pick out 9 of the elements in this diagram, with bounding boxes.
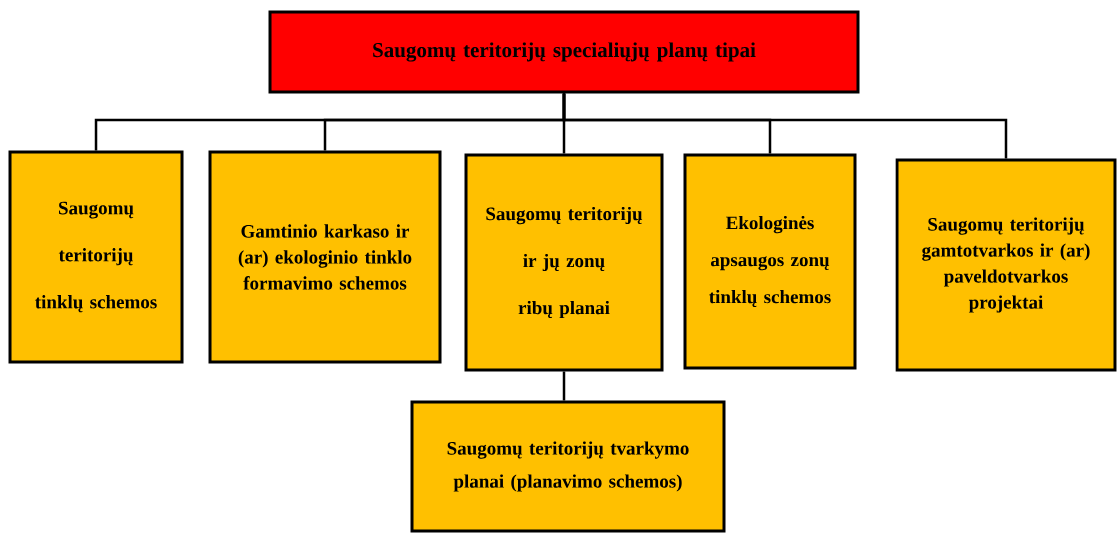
plan-type-box: Saugomų teritorijų tvarkymo planai (planavimo schemos) — [410, 400, 726, 533]
plan-type-box: Saugomų teritorijų gamtotvarkos ir (ar) paveldotvarkos projektai — [895, 158, 1117, 372]
plan-type-box: Gamtinio karkaso ir (ar) ekologinio tinklo formavimo schemos — [208, 150, 442, 364]
connector-line — [562, 93, 1008, 159]
plan-type-box: Ekologinės apsaugos zonų tinklų schemos — [683, 153, 857, 370]
connector-line — [562, 371, 566, 401]
title-box: Saugomų teritorijų specialiųjų planų tipai — [268, 10, 860, 94]
plan-type-box: Saugomų teritorijų tinklų schemos — [8, 150, 184, 364]
plan-type-box: Saugomų teritorijų ir jų zonų ribų planai — [464, 153, 664, 372]
